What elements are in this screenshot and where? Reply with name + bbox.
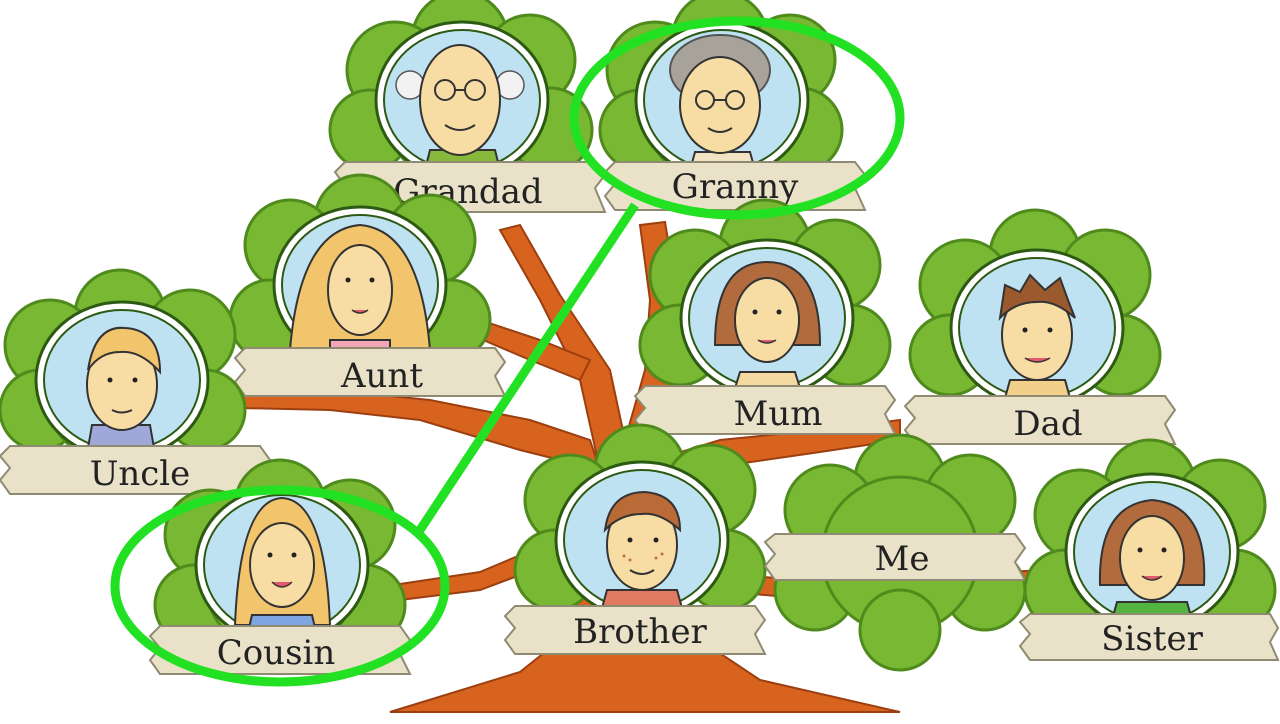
me-label: Me: [875, 539, 930, 579]
brown-hair-girl-portrait-icon: [1098, 498, 1206, 621]
mum-cluster: Mum: [633, 198, 897, 435]
uncle-cluster: Uncle: [0, 268, 272, 495]
me-label-scroll: Me: [763, 533, 1027, 581]
cousin-cluster: Cousin: [148, 458, 412, 675]
dad-label: Dad: [1013, 404, 1082, 444]
curly-blonde-girl-portrait-icon: [233, 496, 332, 633]
sister-label-scroll: Sister: [1018, 613, 1280, 661]
cousin-label-scroll: Cousin: [148, 625, 412, 675]
freckled-boy-portrait-icon: [600, 490, 684, 609]
cousin-highlight-circle: [110, 485, 450, 687]
brother-cluster: Brother: [503, 423, 767, 655]
aunt-label-scroll: Aunt: [233, 347, 507, 397]
relation-connector-line: [416, 202, 639, 533]
brother-label-scroll: Brother: [503, 605, 767, 655]
me-cluster: Me: [763, 433, 1027, 672]
uncle-label-scroll: Uncle: [0, 445, 272, 495]
aunt-label: Aunt: [340, 356, 423, 396]
sister-cluster: Sister: [1018, 438, 1280, 661]
blonde-woman-portrait-icon: [288, 223, 432, 353]
bald-man-glasses-portrait-icon: [395, 44, 525, 171]
grandad-cluster: Grandad: [328, 0, 607, 213]
brown-hair-man-portrait-icon: [998, 273, 1076, 399]
blond-man-portrait-icon: [86, 326, 162, 449]
mum-label-scroll: Mum: [633, 385, 897, 435]
dad-cluster: Dad: [903, 208, 1177, 445]
cousin-label: Cousin: [217, 633, 336, 673]
brother-label: Brother: [573, 612, 707, 652]
granny-highlight-circle: [569, 16, 905, 220]
grey-hair-woman-glasses-portrait-icon: [669, 34, 771, 171]
mum-label: Mum: [734, 394, 823, 434]
aunt-cluster: Aunt: [228, 173, 507, 397]
sister-label: Sister: [1101, 619, 1203, 659]
highlight-annotation: [110, 16, 905, 687]
dad-label-scroll: Dad: [903, 395, 1177, 445]
uncle-label: Uncle: [90, 454, 191, 494]
granny-cluster: Granny: [598, 0, 867, 211]
brown-hair-woman-portrait-icon: [713, 260, 822, 389]
